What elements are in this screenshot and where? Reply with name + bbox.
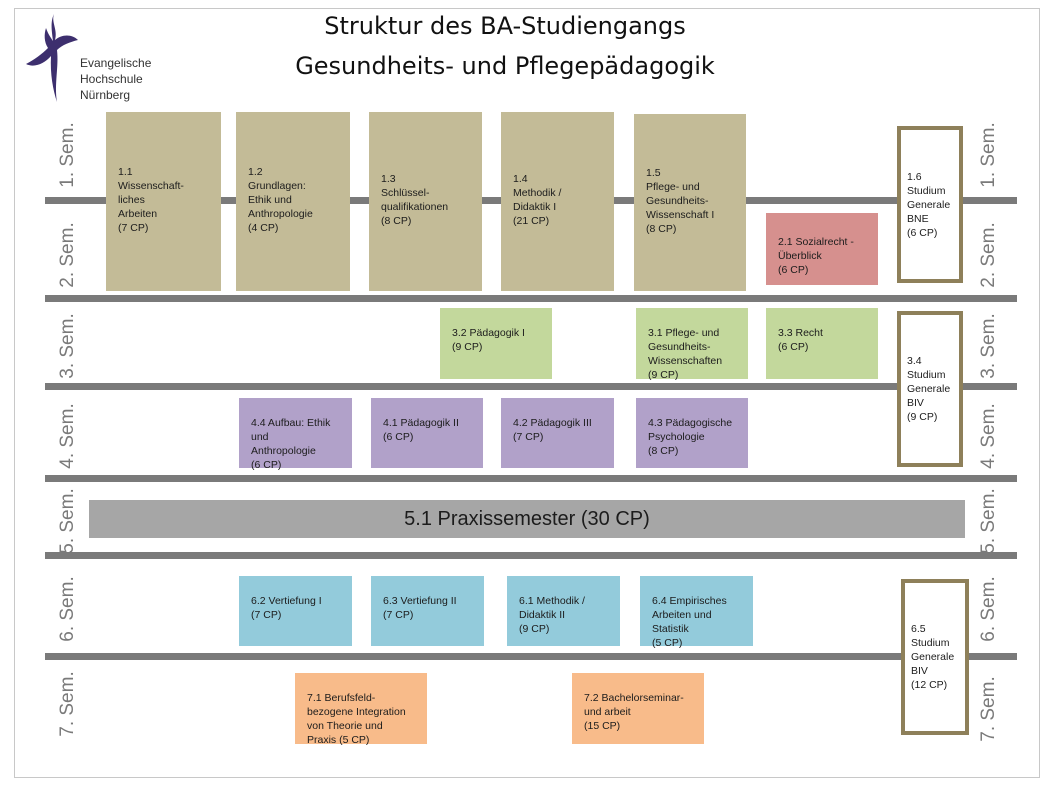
semester-label-5-right: 5. Sem. — [978, 488, 999, 554]
module-1-3: 1.3 Schlüssel- qualifikationen (8 CP) — [369, 112, 482, 291]
module-6-1: 6.1 Methodik / Didaktik II (9 CP) — [507, 576, 620, 646]
module-4-3-label: 4.3 Pädagogische Psychologie (8 CP) — [648, 417, 733, 457]
semester-label-1-left: 1. Sem. — [57, 122, 78, 188]
module-1-4-label: 1.4 Methodik / Didaktik I (21 CP) — [513, 172, 562, 227]
semester-label-3-right: 3. Sem. — [978, 313, 999, 379]
module-3-4: 3.4 Studium Generale BIV (9 CP) — [897, 311, 963, 467]
semester-label-3-left: 3. Sem. — [57, 313, 78, 379]
semester-label-7-left: 7. Sem. — [57, 671, 78, 737]
semester-label-2-left: 2. Sem. — [57, 222, 78, 288]
semester-label-7-right: 7. Sem. — [978, 676, 999, 742]
module-4-1-label: 4.1 Pädagogik II (6 CP) — [383, 417, 459, 443]
semester-label-4-right: 4. Sem. — [978, 403, 999, 469]
module-3-4-label: 3.4 Studium Generale BIV (9 CP) — [907, 355, 951, 423]
module-4-2-label: 4.2 Pädagogik III (7 CP) — [513, 417, 592, 443]
semester-label-6-left: 6. Sem. — [57, 576, 78, 642]
semester-divider — [45, 295, 1017, 302]
module-5-1: 5.1 Praxissemester (30 CP) — [89, 500, 965, 538]
module-1-3-label: 1.3 Schlüssel- qualifikationen (8 CP) — [381, 172, 449, 227]
module-3-2-label: 3.2 Pädagogik I (9 CP) — [452, 327, 525, 353]
module-7-2-label: 7.2 Bachelorseminar- und arbeit (15 CP) — [584, 692, 684, 732]
semester-label-6-right: 6. Sem. — [978, 576, 999, 642]
module-1-5-label: 1.5 Pflege- und Gesundheits- Wissenschaf… — [646, 166, 715, 235]
module-6-4: 6.4 Empirisches Arbeiten und Statistik (… — [640, 576, 753, 649]
semester-label-4-left: 4. Sem. — [57, 403, 78, 469]
module-4-4-label: 4.4 Aufbau: Ethik und Anthropologie (6 C… — [251, 417, 331, 471]
module-1-2: 1.2 Grundlagen: Ethik und Anthropologie … — [236, 112, 350, 291]
module-3-1: 3.1 Pflege- und Gesundheits- Wissenschaf… — [636, 308, 748, 381]
module-4-4: 4.4 Aufbau: Ethik und Anthropologie (6 C… — [239, 398, 352, 471]
cross-icon — [26, 14, 78, 102]
module-7-2: 7.2 Bachelorseminar- und arbeit (15 CP) — [572, 673, 704, 744]
module-3-2: 3.2 Pädagogik I (9 CP) — [440, 308, 552, 379]
module-1-2-label: 1.2 Grundlagen: Ethik und Anthropologie … — [248, 165, 313, 234]
page-title: Struktur des BA-Studiengangs — [324, 12, 686, 40]
module-3-3-label: 3.3 Recht (6 CP) — [778, 327, 823, 353]
semester-label-1-right: 1. Sem. — [978, 122, 999, 188]
module-1-6-label: 1.6 Studium Generale BNE (6 CP) — [907, 170, 951, 239]
module-6-5: 6.5 Studium Generale BIV (12 CP) — [901, 579, 969, 735]
module-4-3: 4.3 Pädagogische Psychologie (8 CP) — [636, 398, 748, 468]
semester-label-2-right: 2. Sem. — [978, 222, 999, 288]
module-6-1-label: 6.1 Methodik / Didaktik II (9 CP) — [519, 595, 585, 635]
module-6-3: 6.3 Vertiefung II (7 CP) — [371, 576, 484, 646]
semester-divider — [45, 653, 1017, 660]
semester-divider — [45, 552, 1017, 559]
module-4-2: 4.2 Pädagogik III (7 CP) — [501, 398, 614, 468]
module-2-1: 2.1 Sozialrecht - Überblick (6 CP) — [766, 213, 878, 285]
module-1-1-label: 1.1 Wissenschaft- liches Arbeiten (7 CP) — [118, 165, 184, 234]
semester-label-5-left: 5. Sem. — [57, 488, 78, 554]
module-3-3: 3.3 Recht (6 CP) — [766, 308, 878, 379]
module-7-1: 7.1 Berufsfeld- bezogene Integration von… — [295, 673, 427, 746]
semester-divider — [45, 383, 1017, 390]
logo-text: Evangelische Hochschule Nürnberg — [80, 56, 152, 102]
module-2-1-label: 2.1 Sozialrecht - Überblick (6 CP) — [778, 236, 854, 276]
module-6-2: 6.2 Vertiefung I (7 CP) — [239, 576, 352, 646]
module-7-1-label: 7.1 Berufsfeld- bezogene Integration von… — [307, 692, 406, 746]
module-1-6: 1.6 Studium Generale BNE (6 CP) — [897, 126, 963, 283]
module-6-5-label: 6.5 Studium Generale BIV (12 CP) — [911, 623, 955, 691]
module-1-5: 1.5 Pflege- und Gesundheits- Wissenschaf… — [634, 114, 746, 291]
semester-divider — [45, 475, 1017, 482]
module-6-4-label: 6.4 Empirisches Arbeiten und Statistik (… — [652, 595, 727, 649]
module-3-1-label: 3.1 Pflege- und Gesundheits- Wissenschaf… — [648, 327, 723, 381]
module-4-1: 4.1 Pädagogik II (6 CP) — [371, 398, 483, 468]
page-subtitle: Gesundheits- und Pflegepädagogik — [295, 52, 715, 80]
module-6-3-label: 6.3 Vertiefung II (7 CP) — [383, 595, 457, 621]
module-1-1: 1.1 Wissenschaft- liches Arbeiten (7 CP) — [106, 112, 221, 291]
module-1-4: 1.4 Methodik / Didaktik I (21 CP) — [501, 112, 614, 291]
module-6-2-label: 6.2 Vertiefung I (7 CP) — [251, 595, 322, 621]
